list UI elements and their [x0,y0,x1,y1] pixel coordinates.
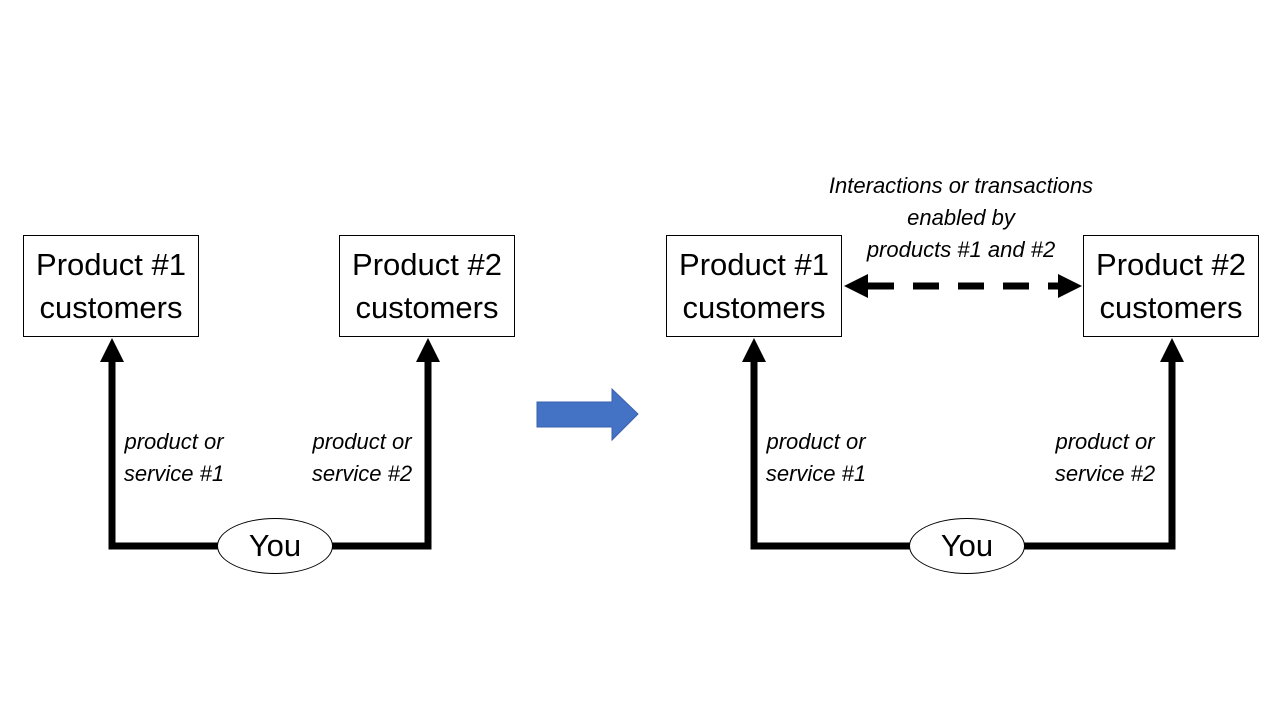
transition-arrow [536,387,639,442]
interaction-label: Interactions or transactions enabled by … [800,170,1122,266]
right-arrowhead-product2 [1160,338,1184,362]
right-connector-you-to-product1 [750,360,910,550]
left-you-label: You [248,528,302,563]
right-edge1-label-line1: product or [766,429,866,454]
right-product1-line1: Product #1 [679,247,829,282]
left-you-node: You [217,518,333,574]
left-product2-line2: customers [355,290,499,325]
right-product1-line2: customers [682,290,826,325]
right-product1-customers-box: Product #1 customers [666,235,842,337]
right-arrowhead-product1 [742,338,766,362]
left-product2-customers-box: Product #2 customers [339,235,515,337]
right-connector-you-to-product2 [1024,360,1176,550]
right-product2-customers-box: Product #2 customers [1083,235,1259,337]
right-product2-line2: customers [1099,290,1243,325]
left-edge2-label-line2: service #2 [311,461,413,486]
right-edge2-label-line1: product or [1055,429,1155,454]
right-product2-line1: Product #2 [1096,247,1246,282]
interaction-label-line2: enabled by [907,205,1015,230]
left-edge1-label-line1: product or [124,429,224,454]
left-edge2-label: product or service #2 [300,426,424,490]
right-you-label: You [940,528,994,563]
right-edge2-label-line2: service #2 [1054,461,1156,486]
interaction-arrowhead-left [844,274,868,298]
interaction-label-line1: Interactions or transactions [828,173,1094,198]
left-product1-customers-box: Product #1 customers [23,235,199,337]
right-you-node: You [909,518,1025,574]
left-product1-line2: customers [39,290,183,325]
right-edge1-label: product or service #1 [754,426,878,490]
left-product1-line1: Product #1 [36,247,186,282]
interaction-label-line3: products #1 and #2 [866,237,1056,262]
left-edge2-label-line1: product or [312,429,412,454]
left-connector-you-to-product2 [332,360,432,550]
right-edge2-label: product or service #2 [1043,426,1167,490]
left-arrowhead-product2 [416,338,440,362]
right-edge1-label-line2: service #1 [765,461,867,486]
left-connector-you-to-product1 [108,360,218,550]
left-arrowhead-product1 [100,338,124,362]
interaction-arrowhead-right [1058,274,1082,298]
left-edge1-label-line2: service #1 [123,461,225,486]
left-product2-line1: Product #2 [352,247,502,282]
left-edge1-label: product or service #1 [112,426,236,490]
